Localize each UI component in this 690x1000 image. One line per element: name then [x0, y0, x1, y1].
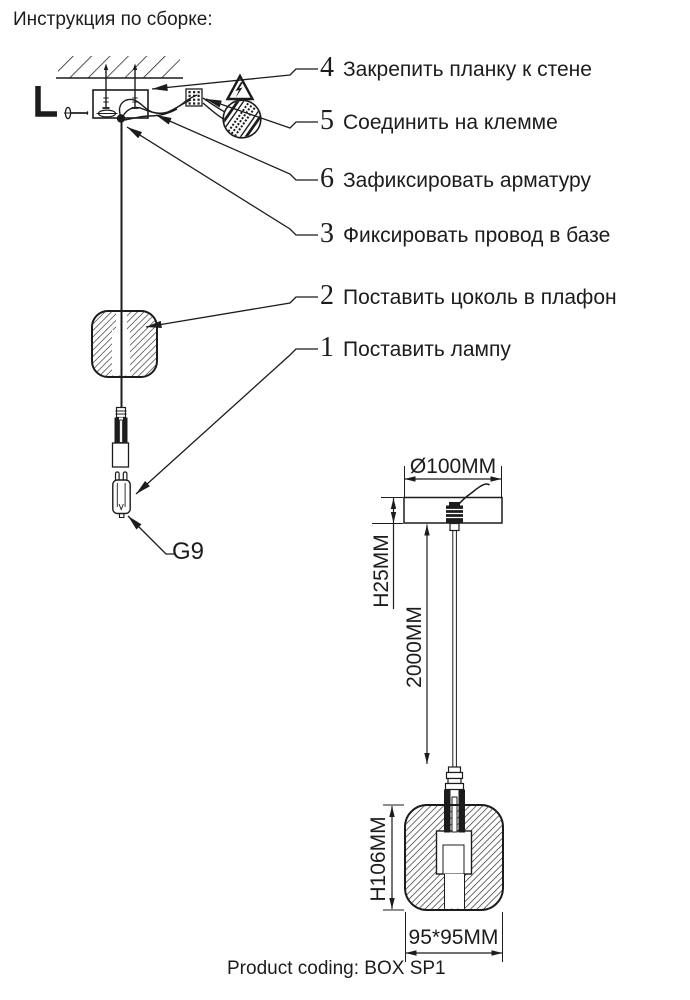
step-label: Зафиксировать арматуру	[343, 169, 591, 192]
dimension-drawing	[372, 466, 504, 962]
socket	[111, 406, 130, 468]
step-number: 1	[320, 332, 334, 363]
ceiling-hatch	[56, 56, 183, 79]
g9-bulb	[112, 471, 131, 519]
step-label: Фиксировать провод в базе	[343, 224, 611, 247]
step-number: 3	[320, 218, 334, 249]
dim-label-canopy-height: H25MM	[370, 534, 393, 608]
step-item-4: 4 Закрепить планку к стене	[320, 52, 592, 84]
socket	[444, 766, 465, 791]
warning-triangle-icon	[225, 73, 255, 101]
leader-step-6	[155, 114, 318, 181]
step-number: 6	[320, 163, 334, 194]
bulb-type-label: G9	[172, 538, 205, 565]
step-label: Закрепить планку к стене	[343, 58, 592, 81]
step-item-2: 2 Поставить цоколь в плафон	[320, 280, 617, 312]
lightning-icon	[235, 82, 243, 98]
mounting-screw-icon	[102, 63, 110, 109]
wire	[458, 483, 490, 505]
step-label: Поставить цоколь в плафон	[343, 286, 617, 309]
leader-step-5	[205, 98, 318, 129]
warning-label-detail	[222, 73, 262, 139]
leader-step-3	[126, 126, 318, 236]
callout-leaders	[126, 68, 318, 555]
step-number: 4	[320, 52, 334, 83]
pendant-lamp-exploded	[91, 122, 158, 519]
leader-g9	[127, 515, 174, 555]
leader-step-1	[135, 348, 318, 495]
dim-label-cord-length: 2000MM	[403, 606, 426, 688]
step-item-6: 6 Зафиксировать арматуру	[320, 163, 591, 195]
cord-grip	[446, 505, 463, 524]
leader-step-2	[145, 296, 318, 329]
dim-label-shade-height: H106MM	[367, 816, 390, 902]
step-label: Поставить лампу	[343, 338, 511, 361]
step-number: 5	[320, 105, 334, 136]
page-title: Инструкция по сборке:	[13, 9, 213, 30]
screw-side-icon	[64, 106, 89, 120]
dim-label-shade-footprint: 95*95MM	[408, 926, 499, 949]
product-coding: Product coding: BOX SP1	[227, 958, 446, 979]
step-item-1: 1 Поставить лампу	[320, 332, 511, 364]
leader-step-4	[151, 68, 318, 92]
allen-key-icon	[35, 86, 57, 117]
step-number: 2	[320, 280, 334, 311]
step-item-3: 3 Фиксировать провод в базе	[320, 218, 611, 250]
step-item-5: 5 Соединить на клемме	[320, 105, 558, 137]
dim-label-diameter: Ø100MM	[409, 455, 497, 478]
step-label: Соединить на клемме	[343, 111, 558, 134]
terminal-block	[185, 88, 203, 107]
